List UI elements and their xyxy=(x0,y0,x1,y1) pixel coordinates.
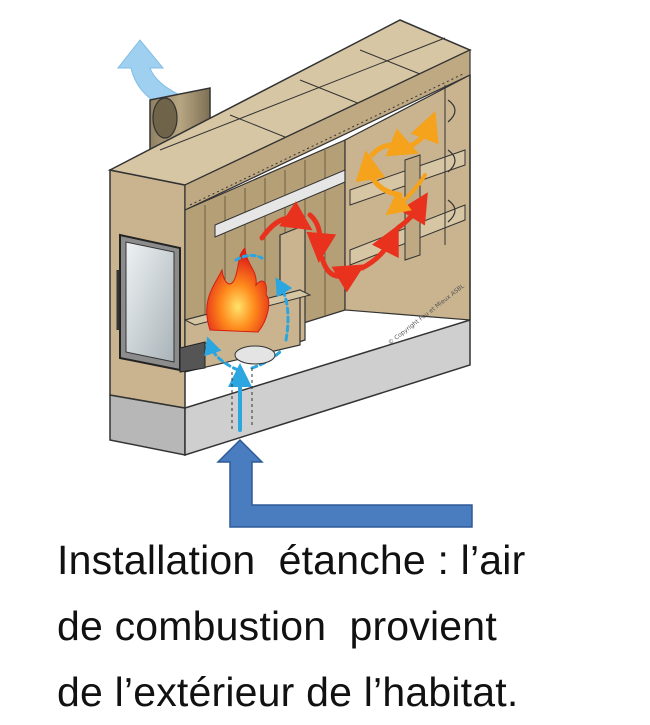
caption-line-2: de combustion provient xyxy=(57,603,497,649)
outside-air-inlet-arrow-icon xyxy=(216,438,473,528)
hot-gas-flow xyxy=(259,192,428,293)
flame-icon xyxy=(206,246,270,333)
air-duct xyxy=(231,345,276,430)
caption-line-3: de l’extérieur de l’habitat. xyxy=(57,669,519,715)
stove-door xyxy=(116,233,206,373)
warm-gas-flow xyxy=(355,111,439,216)
caption-line-1: Installation étanche : l’air xyxy=(57,537,526,583)
stove-cutaway-diagram: © Copyright Feu et Mieux ASBL xyxy=(107,19,473,528)
grey-base xyxy=(109,318,471,457)
